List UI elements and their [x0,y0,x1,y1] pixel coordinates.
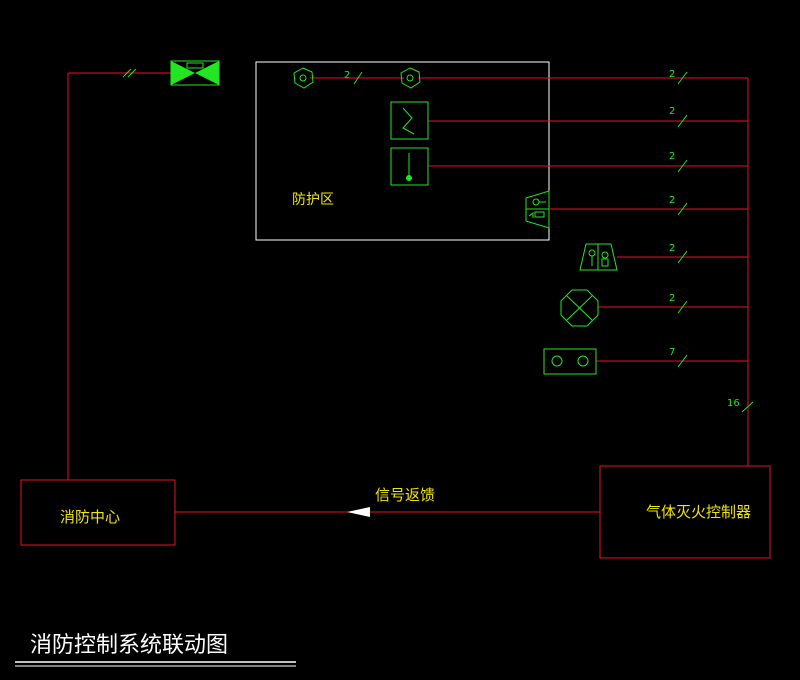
wire-count-smoke-link: 2 [344,70,350,81]
controller-label: 气体灭火控制器 [646,503,751,521]
wire-count-heat-detector: 2 [669,106,675,117]
nozzle-icon [390,147,429,186]
page-title: 消防控制系统联动图 [30,633,228,658]
heat-detector-icon [390,101,429,140]
wire-count-pressure-switch: 2 [669,195,675,206]
wire-count-detectors: 2 [669,69,675,80]
feedback-label: 信号返馈 [375,486,435,504]
wire-count-trunk: 16 [727,398,740,409]
manual-station-icon [579,243,618,271]
protection-zone-label: 防护区 [292,192,334,208]
arrow-icon [347,507,370,517]
wire-count-alarm-bell: 2 [669,293,675,304]
alarm-bell-icon [560,289,599,327]
smoke-detector-icon [293,67,314,89]
tick-marks [122,68,754,413]
controller-box [599,465,771,559]
wire-count-panel: 7 [669,347,675,358]
fire-center-box [20,479,176,546]
fire-center-label: 消防中心 [60,508,120,526]
wire-count-labels: 2 2 2 2 2 2 2 7 16 [344,69,740,409]
protection-zone-box [255,61,550,241]
smoke-detector-icon [400,67,421,89]
pressure-switch-icon [525,190,550,229]
wire-count-nozzle: 2 [669,151,675,162]
panel-icon [543,348,597,375]
solenoid-valve-icon [170,60,220,86]
wire-count-manual-station: 2 [669,243,675,254]
wiring [67,72,749,513]
